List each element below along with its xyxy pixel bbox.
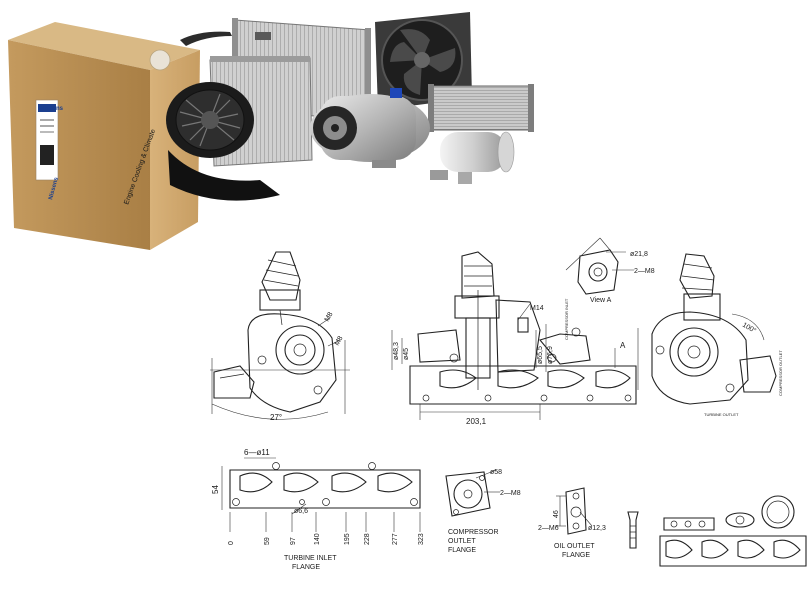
compressor-d58-label: ø58 <box>490 469 502 476</box>
turbo-right-view: 100° TURBINE OUTLET COMPRESSOR OUTLET <box>637 253 783 417</box>
cardboard-box: Nissens Nissens Engine Cooling & Climate <box>8 22 200 250</box>
turbo-side-view: M8 M8 27° <box>210 251 350 422</box>
box-brand-side: Nissens <box>48 176 60 200</box>
d45-label: ø45 <box>403 348 410 360</box>
oil-m6-label: 2—M6 <box>538 525 559 532</box>
oil-d12-3-label: ø12,3 <box>588 525 606 532</box>
turbo-front-view: ø48,3 ø45 ø65,5 ø76,9 203,1 M14 A COMPRE… <box>391 251 637 426</box>
width-203-1-label: 203,1 <box>466 417 487 426</box>
flange-dim-label: 277 <box>392 533 399 545</box>
gasket-set <box>627 495 807 567</box>
compressor-inlet-note: COMPRESSOR INLET <box>564 298 569 340</box>
turbine-flange-label-line1: TURBINE INLET <box>284 555 337 562</box>
oil-outlet-flange: 46 2—M6 ø12,3 OIL OUTLET FLANGE <box>538 487 606 559</box>
view-a-m8-label: 2—M8 <box>634 268 655 275</box>
angle-27-label: 27° <box>270 413 282 422</box>
receiver-drier <box>430 131 515 184</box>
compressor-outlet-flange: ø58 2—M8 COMPRESSOR OUTLET FLANGE <box>445 469 521 554</box>
blower-motor <box>166 82 280 201</box>
d76-9-label: ø76,9 <box>547 346 554 364</box>
ac-compressor <box>310 88 430 168</box>
oil-46-label: 46 <box>553 510 560 518</box>
oil-flange-label-line2: FLANGE <box>562 552 590 559</box>
m8-label-b: M8 <box>334 335 345 347</box>
d48-3-label: ø48,3 <box>393 342 400 360</box>
flange-height-54-label: 54 <box>211 485 220 494</box>
compressor-flange-label-line3: FLANGE <box>448 547 476 554</box>
compressor-outlet-note: COMPRESSOR OUTLET <box>778 350 783 396</box>
turbine-outlet-note: TURBINE OUTLET <box>704 412 739 417</box>
compressor-flange-label-line2: OUTLET <box>448 538 476 545</box>
m8-label-a: M8 <box>324 311 335 323</box>
flange-dim-label: 323 <box>418 533 425 545</box>
d65-5-label: ø65,5 <box>537 346 544 364</box>
flange-dim-label: 140 <box>314 533 321 545</box>
flange-dim-label: 59 <box>264 537 271 545</box>
flange-dim-label: 195 <box>344 533 351 545</box>
turbine-inlet-flange: 54 6—ø11 ø6,6 0 59 97 140 195 228 277 323 TURBI… <box>211 448 425 571</box>
heater-core <box>428 84 534 132</box>
view-a-label: View A <box>590 297 612 304</box>
flange-dim-label: 228 <box>364 533 371 545</box>
view-a-detail: ø21,8 2—M8 View A <box>565 237 655 304</box>
box-brand-label: Nissens <box>40 106 64 112</box>
flange-d6-6-label: ø6,6 <box>294 508 308 515</box>
section-a-label: A <box>620 341 626 350</box>
m14-label: M14 <box>530 305 544 312</box>
compressor-m8-label: 2—M8 <box>500 490 521 497</box>
flange-dim-label: 97 <box>290 537 297 545</box>
flange-dimension-labels: 0 59 97 140 195 228 277 323 <box>228 533 425 545</box>
flange-holes-label: 6—ø11 <box>244 448 270 457</box>
view-a-d21-8-label: ø21,8 <box>630 251 648 258</box>
turbine-flange-label-line2: FLANGE <box>292 564 320 571</box>
compressor-flange-label-line1: COMPRESSOR <box>448 529 499 536</box>
angle-100-label: 100° <box>741 321 758 335</box>
flange-dim-label: 0 <box>228 541 235 545</box>
oil-flange-label-line1: OIL OUTLET <box>554 543 595 550</box>
